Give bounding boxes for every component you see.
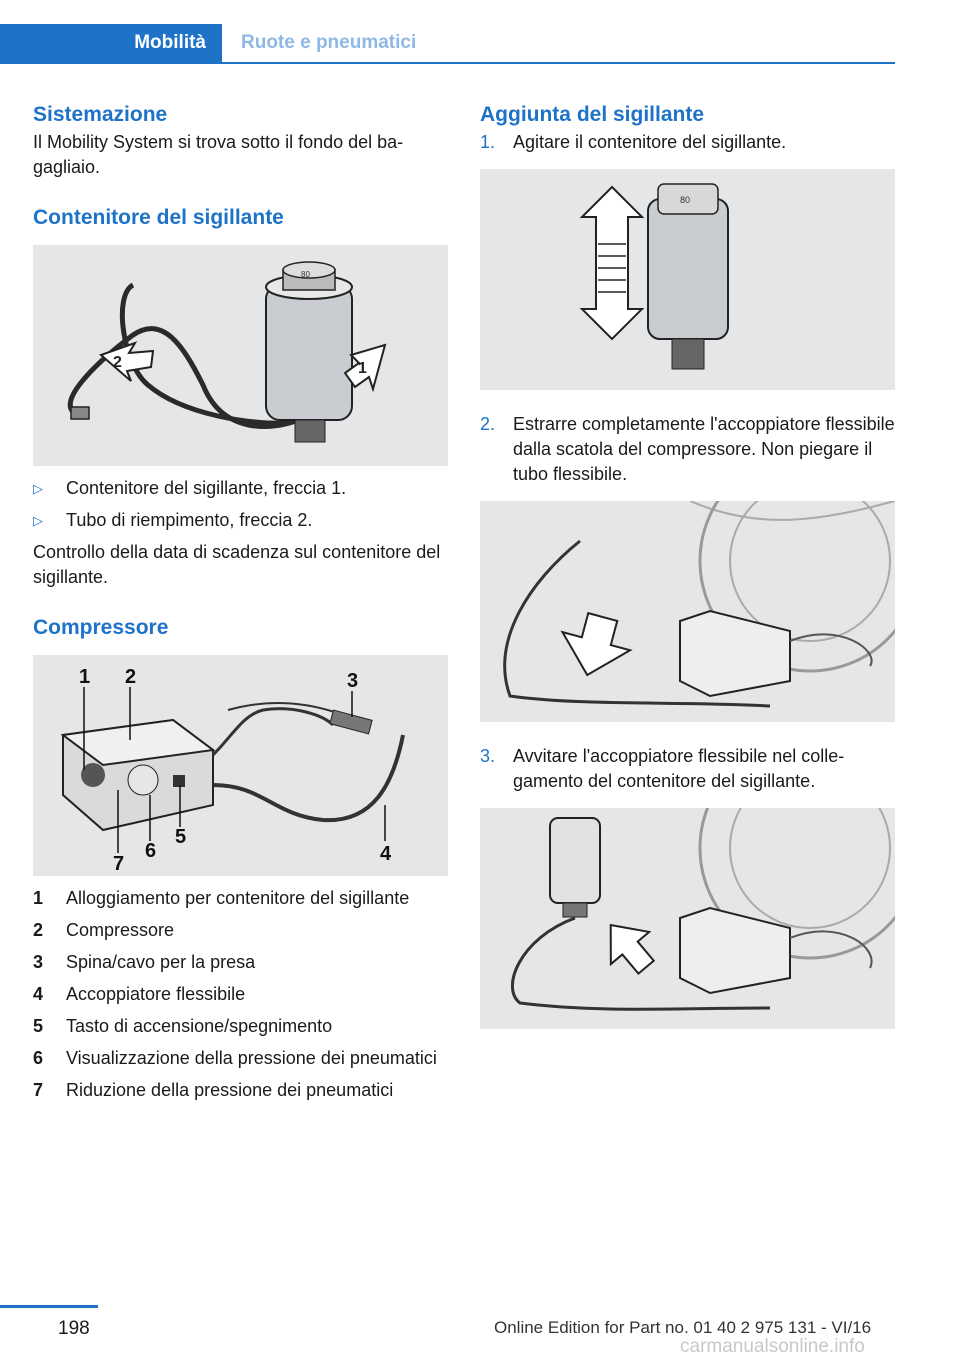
connect-figure bbox=[480, 808, 895, 1029]
list-item: ▷Tubo di riempimento, freccia 2. bbox=[33, 508, 448, 533]
triangle-bullet-icon: ▷ bbox=[33, 513, 43, 528]
watermark: carmanualsonline.info bbox=[680, 1336, 865, 1357]
left-column: Sistemazione Il Mobility System si trova… bbox=[33, 100, 448, 1110]
sistemazione-heading: Sistemazione bbox=[33, 103, 168, 126]
callout-4: 4 bbox=[380, 843, 392, 865]
triangle-bullet-icon: ▷ bbox=[33, 481, 43, 496]
callout-7: 7 bbox=[113, 853, 124, 875]
step-1: 1.Agitare il contenitore del sigillante. bbox=[480, 132, 787, 152]
header-tabs: Mobilità Ruote e pneumatici bbox=[0, 24, 895, 64]
coupler-illustration bbox=[503, 501, 895, 708]
shake-figure: 80 bbox=[480, 169, 895, 390]
page-number: 198 bbox=[58, 1318, 90, 1339]
step-2: 2.Estrarre completamente l'accoppiatore … bbox=[480, 414, 895, 484]
connect-illustration bbox=[510, 808, 895, 1011]
callout-1: 1 bbox=[79, 666, 90, 688]
callout-3: 3 bbox=[347, 670, 358, 692]
arrow-label-1: 1 bbox=[358, 360, 367, 377]
list-item: ▷Contenitore del sigillante, freccia 1. bbox=[33, 476, 448, 501]
tab-mobilita[interactable]: Mobilità bbox=[0, 24, 222, 62]
arrow-label-2: 2 bbox=[113, 354, 122, 371]
callout-6: 6 bbox=[145, 840, 156, 862]
sistemazione-text: Il Mobility System si trova sotto il fon… bbox=[33, 132, 404, 177]
compressor-figure: 1 2 3 4 5 6 7 bbox=[33, 655, 448, 876]
compressor-illustration: 1 2 3 4 5 6 7 bbox=[60, 666, 405, 875]
compressor-heading: Compressore bbox=[33, 616, 169, 639]
tab-ruote-pneumatici[interactable]: Ruote e pneumatici bbox=[241, 32, 417, 53]
sealant-container-figure: 80 2 1 bbox=[33, 245, 448, 466]
sealant-heading: Contenitore del sigillante bbox=[33, 206, 284, 229]
step-3: 3.Avvitare l'accoppiatore flessibile nel… bbox=[480, 746, 845, 791]
sealant-bullet-list: ▷Contenitore del sigillante, freccia 1. … bbox=[33, 476, 448, 533]
coupler-figure bbox=[480, 501, 895, 722]
callout-2: 2 bbox=[125, 666, 136, 688]
right-column: Aggiunta del sigillante 1.Agitare il con… bbox=[480, 100, 895, 1029]
edition-text: Online Edition for Part no. 01 40 2 975 … bbox=[494, 1318, 872, 1337]
svg-text:80: 80 bbox=[680, 195, 690, 205]
shake-illustration: 80 bbox=[579, 183, 729, 370]
svg-text:80: 80 bbox=[301, 270, 310, 279]
callout-5: 5 bbox=[175, 826, 186, 848]
expiry-text: Controllo della data di scadenza sul con… bbox=[33, 542, 441, 587]
sealant-illustration: 80 2 1 bbox=[67, 261, 387, 443]
add-sealant-heading: Aggiunta del sigillante bbox=[480, 103, 705, 126]
footer-rule bbox=[0, 1305, 98, 1308]
